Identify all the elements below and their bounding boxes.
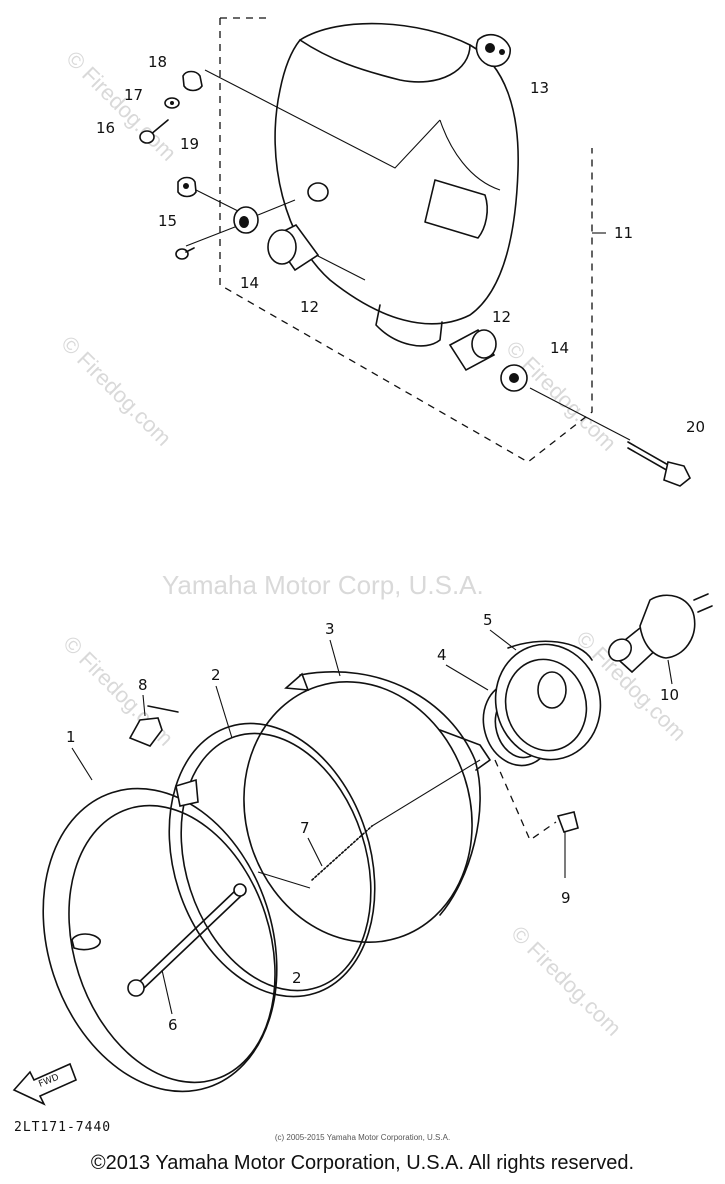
leader-4 [445, 664, 489, 691]
housing-lower-tab [375, 304, 443, 347]
diagram-code: 2LT171-7440 [14, 1120, 112, 1135]
callout-1: 1 [66, 728, 76, 746]
part-12-bushing-right [448, 328, 497, 372]
leader-2 [215, 685, 233, 739]
part-8-clip [128, 705, 179, 747]
callout-18: 18 [148, 53, 167, 71]
callout-19: 19 [180, 135, 199, 153]
leader-6 [161, 969, 173, 1015]
callout-15: 15 [158, 212, 177, 230]
callout-17: 17 [124, 86, 143, 104]
leader-5 [489, 629, 517, 651]
part-18-nut [182, 70, 203, 92]
callout-2: 2 [211, 666, 221, 684]
part-15-screw [175, 247, 195, 260]
callout-13: 13 [530, 79, 549, 97]
part-17-washer [164, 97, 180, 109]
footer-copyright: ©2013 Yamaha Motor Corporation, U.S.A. A… [90, 1152, 635, 1174]
housing-dashed-outline [219, 17, 593, 463]
part-14-collar-left [233, 206, 259, 234]
leader-14a [257, 199, 296, 216]
part-6-screw [127, 883, 247, 997]
housing-window [424, 179, 488, 239]
part-5-socket-cover [494, 640, 602, 761]
part-3-lens [243, 671, 491, 944]
callout-11: 11 [614, 224, 633, 242]
part-16-screw [139, 119, 169, 144]
leader-20 [529, 387, 631, 441]
housing-rim [299, 39, 471, 83]
watermark-group: © Firedog.com © Firedog.com © Firedog.co… [56, 46, 691, 1041]
leader-12a [315, 254, 366, 281]
housing-shell [274, 22, 519, 325]
leader-7 [307, 837, 323, 867]
part-10-bulb [607, 593, 713, 674]
part-7-spring [257, 759, 481, 889]
leader-15 [185, 224, 241, 247]
part-14-collar-right [500, 364, 528, 392]
housing-side-hole [307, 182, 329, 202]
callout-7: 7 [300, 819, 310, 837]
leader-19 [195, 189, 241, 213]
part-2-ring [168, 722, 376, 998]
part-1-rim [42, 787, 278, 1093]
callout-14b: 14 [550, 339, 569, 357]
callout-10: 10 [660, 686, 679, 704]
watermark-site-2: © Firedog.com [56, 331, 176, 451]
callout-12a: 12 [300, 298, 319, 316]
watermark-site-5: © Firedog.com [506, 921, 626, 1041]
callout-12b: 12 [492, 308, 511, 326]
callout-20: 20 [686, 418, 705, 436]
leader-3 [329, 639, 341, 677]
leader-1 [71, 747, 93, 781]
callout-16: 16 [96, 119, 115, 137]
headlight-unit-assembly: FWD [12, 593, 713, 1106]
leader-8 [142, 694, 146, 717]
part-9-clip [494, 759, 579, 878]
fwd-arrow-icon: FWD [12, 1062, 78, 1106]
callout-4: 4 [437, 646, 447, 664]
part-12-bushing-left [267, 223, 320, 272]
watermark-brand: Yamaha Motor Corp, U.S.A. [162, 570, 484, 600]
leader-10 [667, 659, 673, 685]
part-19-nut [177, 176, 197, 198]
small-copyright: (c) 2005-2015 Yamaha Motor Corporation, … [274, 1133, 451, 1142]
callout-6: 6 [168, 1016, 178, 1034]
callout-5: 5 [483, 611, 493, 629]
callout-3: 3 [325, 620, 335, 638]
headlight-housing-assembly [139, 17, 692, 487]
callout-14a: 14 [240, 274, 259, 292]
callout-2b: 2 [292, 969, 302, 987]
housing-inner-line [439, 119, 501, 191]
leader-18 [204, 69, 441, 169]
part-13-grommet [475, 33, 511, 67]
part-20-bolt [627, 441, 692, 487]
callout-8: 8 [138, 676, 148, 694]
callout-labels: 18 17 16 19 15 14 12 13 11 12 14 20 3 5 … [66, 53, 705, 1034]
callout-9: 9 [561, 889, 571, 907]
